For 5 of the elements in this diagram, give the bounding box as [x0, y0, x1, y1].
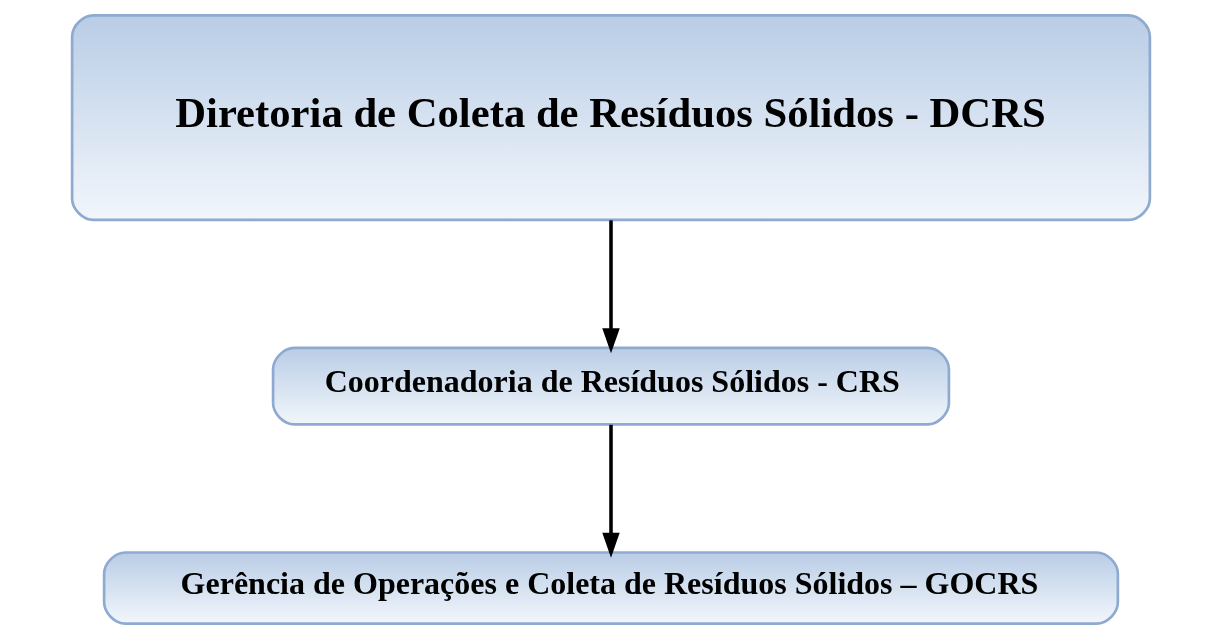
node-box: Diretoria de Coleta de Resíduos Sólidos - DCRS [70, 14, 1152, 222]
arrow [602, 424, 620, 558]
node-box: Gerência de Operações e Coleta de Resíduos Sólidos – GOCRS [102, 551, 1120, 625]
node-box: Coordenadoria de Resíduos Sólidos - CRS [271, 346, 951, 426]
arrow [602, 220, 620, 354]
